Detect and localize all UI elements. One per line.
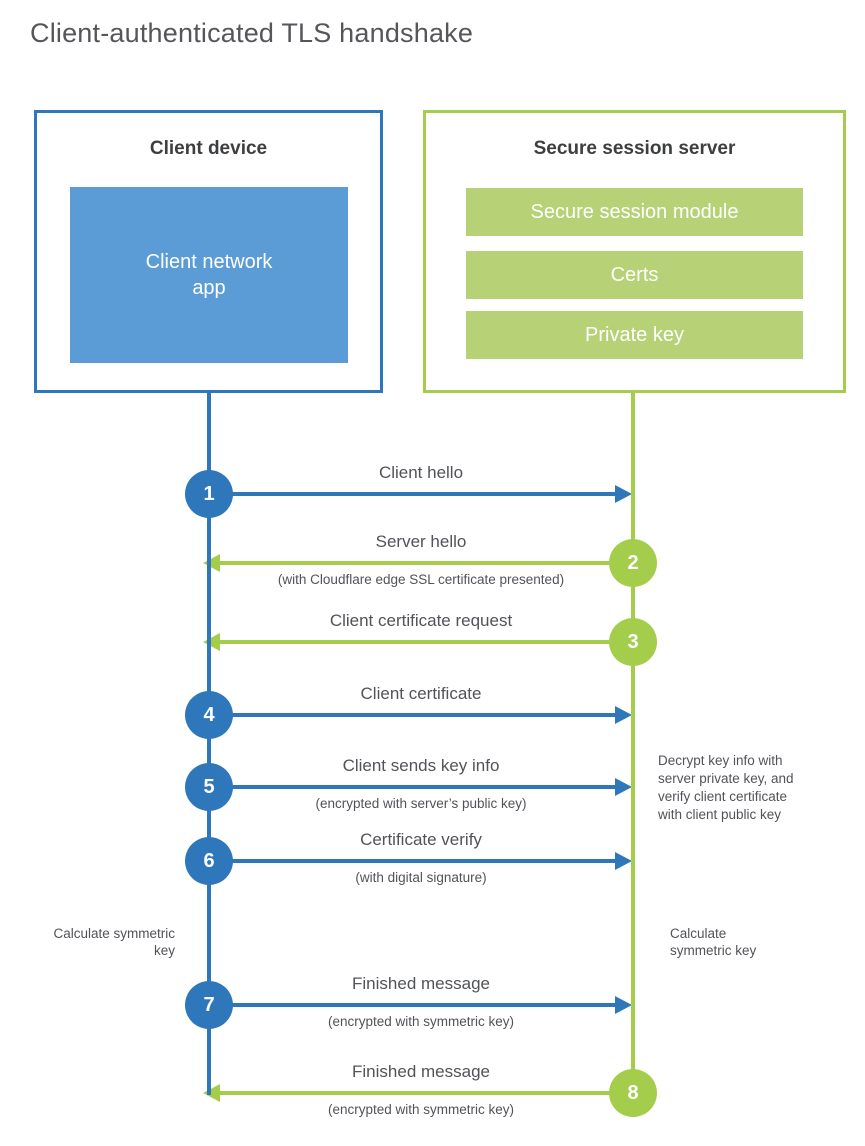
step-2-badge: 2	[609, 539, 657, 587]
step-5-subtitle: (encrypted with server’s public key)	[315, 796, 527, 811]
step-6-arrowhead-icon	[615, 852, 632, 870]
decrypt-note-line: server private key, and	[658, 771, 794, 786]
step-8-arrowhead-icon	[203, 1084, 220, 1102]
step-5-arrow-line	[209, 785, 616, 789]
page-title: Client-authenticated TLS handshake	[30, 18, 474, 48]
step-1-arrow-line	[209, 492, 616, 496]
step-7-arrow-line	[209, 1003, 616, 1007]
step-2-label: Server hello	[375, 532, 467, 551]
step-8-arrow-line	[220, 1091, 633, 1095]
client-device-box: Client device Client network app	[34, 110, 383, 393]
step-2-arrow-line	[220, 561, 633, 565]
step-1-label: Client hello	[378, 463, 464, 482]
client-device-title: Client device	[149, 138, 268, 159]
server-lifeline	[631, 392, 635, 1095]
step-7-arrowhead-icon	[615, 996, 632, 1014]
secure-session-server-box: Secure session server Secure session mod…	[423, 110, 846, 393]
step-6-label: Certificate verify	[360, 830, 482, 849]
decrypt-note: Decrypt key info with server private key…	[658, 752, 794, 824]
step-7-badge: 7	[185, 981, 233, 1029]
server-calculate-symmetric-key-note: Calculate symmetric key	[670, 926, 757, 958]
secure-session-server-title: Secure session server	[533, 138, 736, 159]
decrypt-note-line: verify client certificate	[658, 789, 788, 804]
step-2-arrowhead-icon	[203, 554, 220, 572]
server-module-bar: Secure session module	[466, 188, 803, 236]
step-3-label: Client certificate request	[329, 611, 513, 630]
step-5-badge: 5	[185, 763, 233, 811]
step-8-label: Finished message	[352, 1062, 490, 1081]
step-4-arrowhead-icon	[615, 706, 632, 724]
step-7-subtitle: (encrypted with symmetric key)	[327, 1014, 515, 1029]
server-module-bar: Private key	[466, 311, 803, 359]
step-7-label: Finished message	[352, 974, 490, 993]
step-1-badge: 1	[185, 470, 233, 518]
step-1-arrowhead-icon	[615, 485, 632, 503]
decrypt-note-line: with client public key	[658, 807, 782, 822]
step-5-arrowhead-icon	[615, 778, 632, 796]
server-module-bar: Certs	[466, 251, 803, 299]
step-3-arrowhead-icon	[203, 633, 220, 651]
client-network-app-rect: Client network app	[70, 187, 348, 363]
step-4-badge: 4	[185, 691, 233, 739]
step-4-arrow-line	[209, 713, 616, 717]
client-lifeline	[207, 392, 211, 1095]
step-6-subtitle: (with digital signature)	[355, 870, 487, 885]
step-8-subtitle: (encrypted with symmetric key)	[327, 1102, 515, 1117]
step-6-arrow-line	[209, 859, 616, 863]
step-2-subtitle: (with Cloudflare edge SSL certificate pr…	[277, 572, 565, 587]
step-5-label: Client sends key info	[342, 756, 500, 775]
step-4-label: Client certificate	[360, 684, 482, 703]
step-6-badge: 6	[185, 837, 233, 885]
step-8-badge: 8	[609, 1069, 657, 1117]
client-network-app-label: Client network app	[145, 251, 273, 299]
step-3-badge: 3	[609, 618, 657, 666]
client-calculate-symmetric-key-note: Calculate symmetric key	[53, 926, 175, 958]
decrypt-note-line: Decrypt key info with	[658, 753, 783, 768]
step-3-arrow-line	[220, 640, 633, 644]
